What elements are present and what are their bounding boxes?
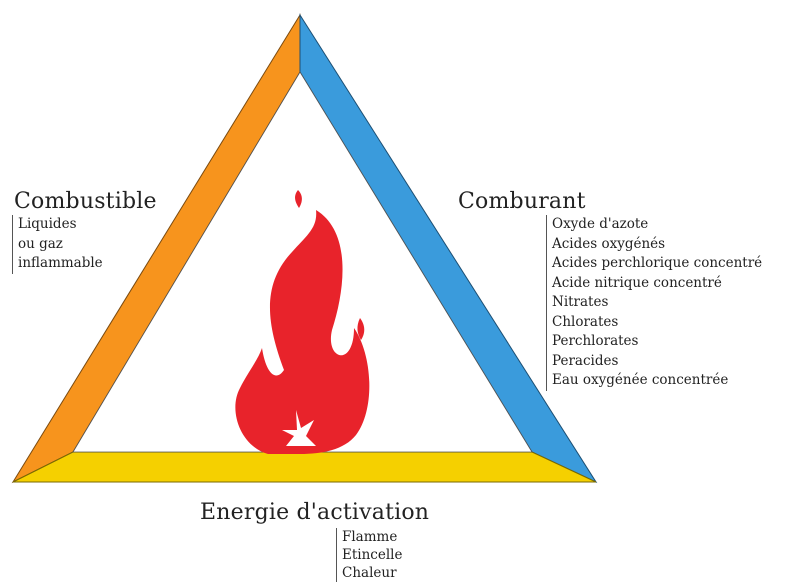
list-item: Oxyde d'azote [552,216,649,232]
list-item: Liquides [18,216,77,232]
list-item: inflammable [18,255,103,271]
list-item: Chlorates [552,313,619,330]
list-item: Acide nitrique concentré [552,274,722,291]
list-item: Chaleur [342,565,397,581]
list-item: Acides oxygénés [552,235,666,252]
list-item: Eau oxygénée concentrée [552,372,729,388]
list-item: ou gaz [18,235,63,252]
energie-list: Flamme Etincelle Chaleur [336,528,402,582]
combustible-title: Combustible [14,189,157,214]
energie-side [12,451,597,483]
list-item: Nitrates [552,294,609,310]
list-item: Flamme [342,529,398,545]
list-item: Peracides [552,352,619,369]
list-item: Etincelle [342,547,403,563]
energie-title: Energie d'activation [200,500,430,525]
comburant-title: Comburant [458,189,586,214]
combustible-list: Liquides ou gaz inflammable [12,215,103,274]
list-item: Perchlorates [552,333,639,349]
comburant-list: Oxyde d'azote Acides oxygénés Acides per… [546,215,762,391]
list-item: Acides perchlorique concentré [552,255,763,271]
flame-icon [235,190,370,454]
